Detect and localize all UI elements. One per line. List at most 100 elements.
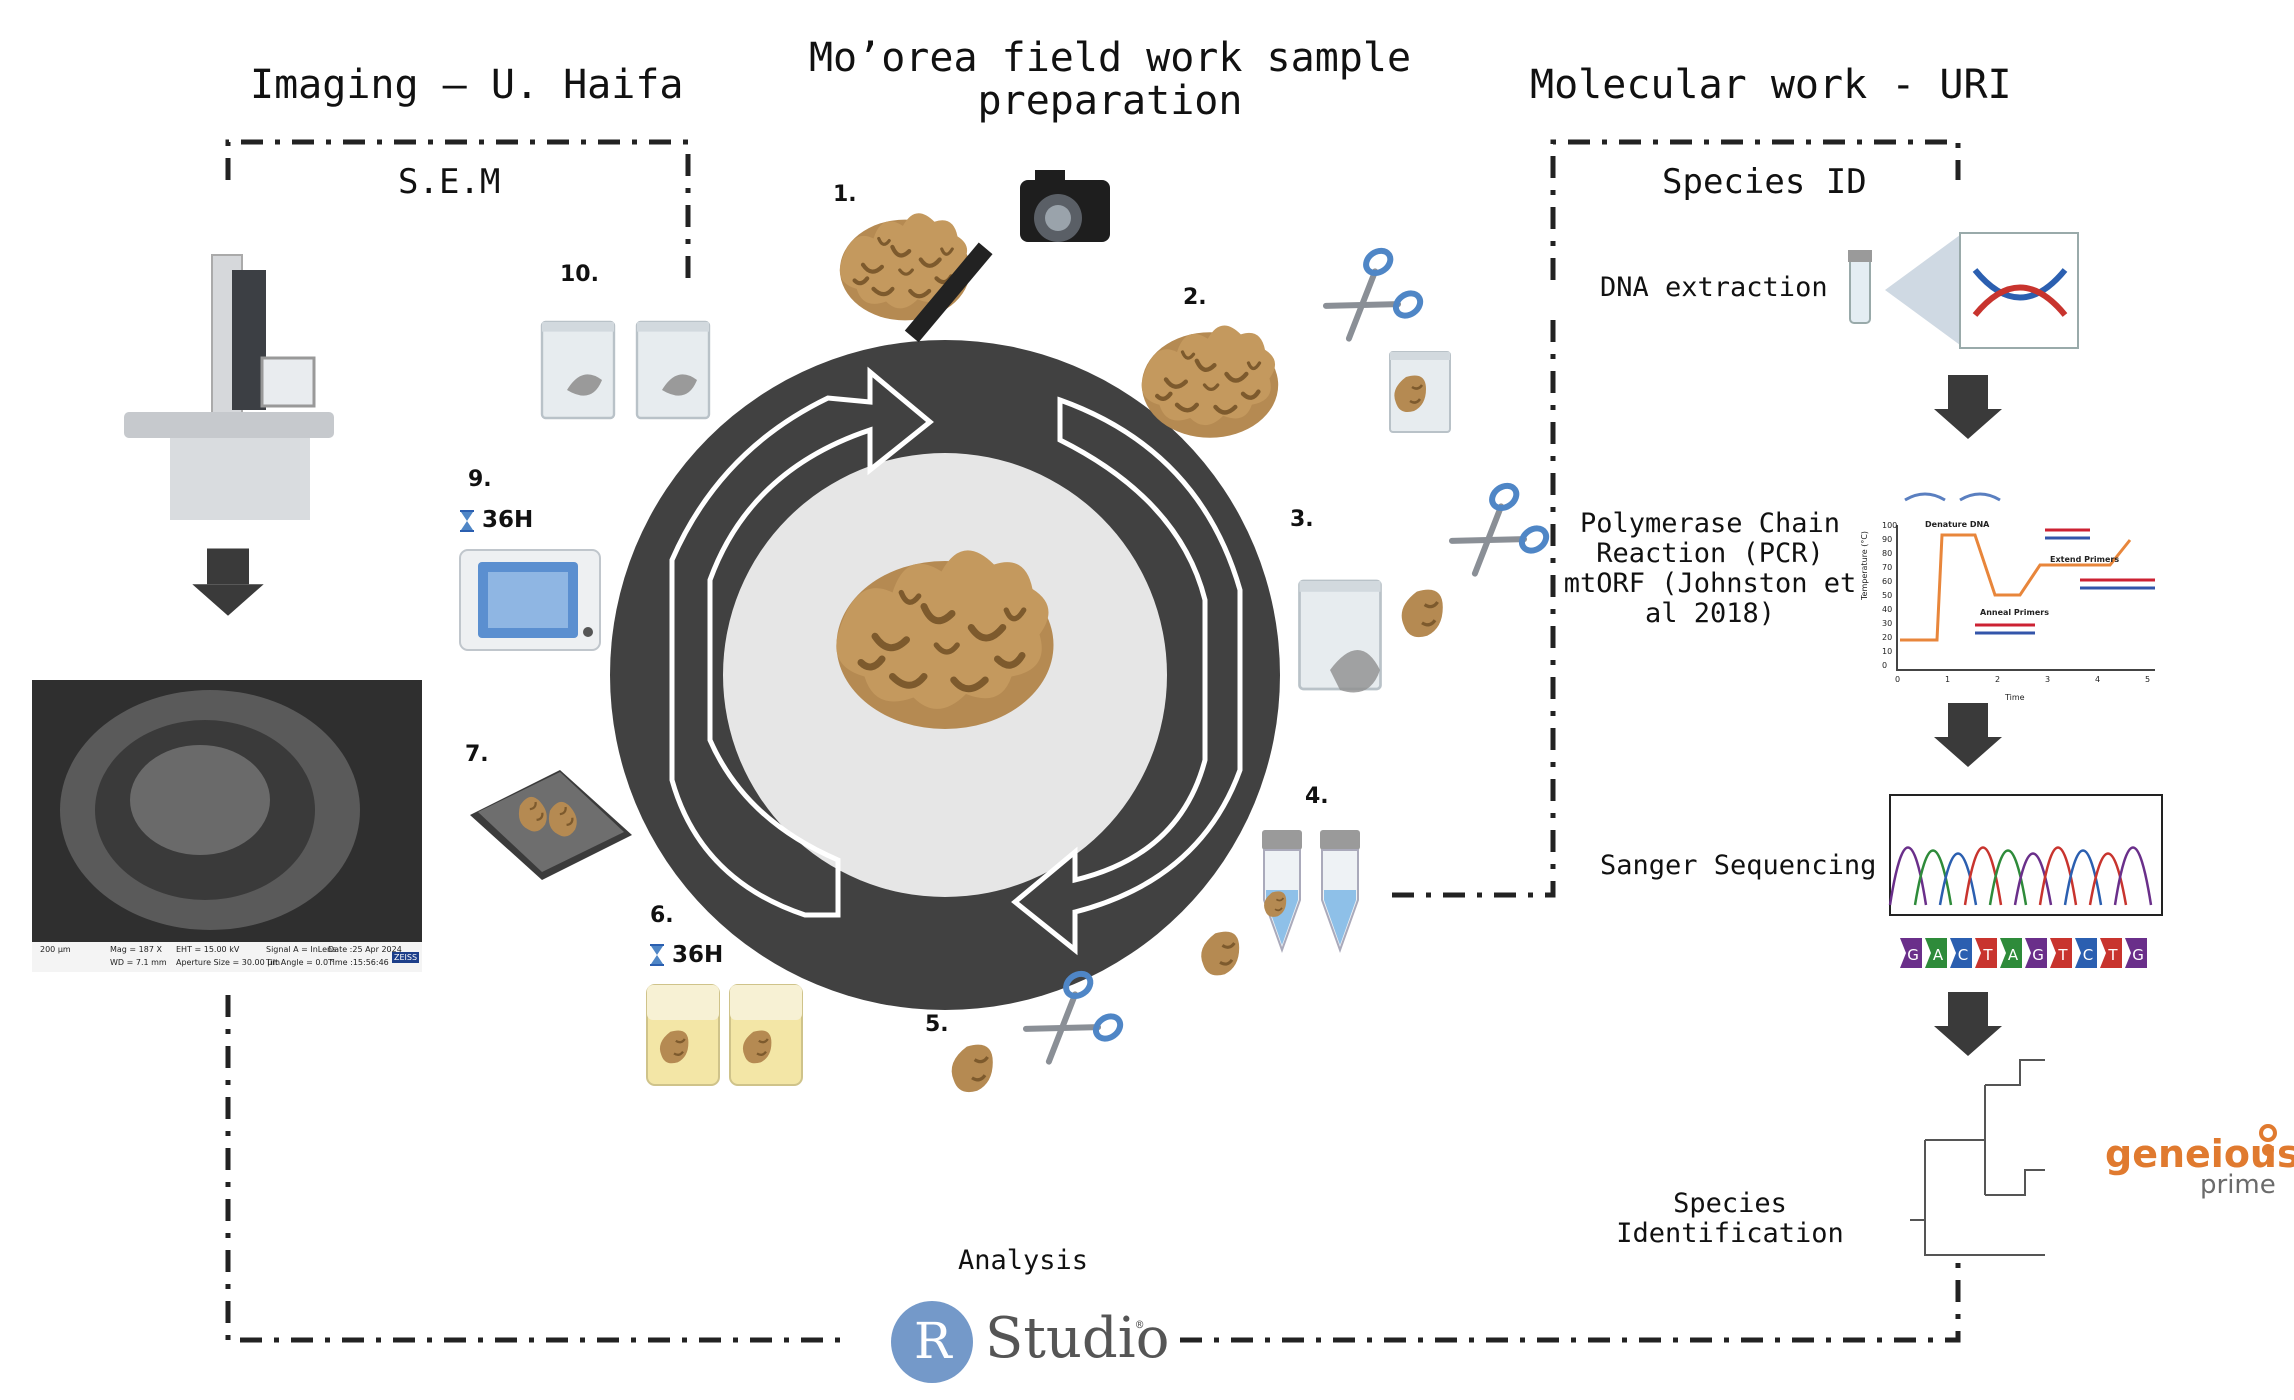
step-10-number: 10. [560, 262, 599, 287]
label-pcr-1: Polymerase Chain [1579, 508, 1841, 539]
title-fieldwork-line1: Mo’orea field work sample [808, 35, 1412, 81]
section-species-id: Species ID [1662, 162, 1867, 202]
chromatogram-peak [2013, 852, 2053, 906]
base-letter: G [2032, 946, 2044, 964]
step-9-number: 9. [468, 467, 492, 492]
sem-mag: Mag = 187 X [110, 945, 162, 954]
base-tile: G [2025, 938, 2047, 968]
chromatogram-peak [2088, 852, 2128, 906]
base-letter: T [1982, 946, 1993, 964]
chromatogram-peak [2038, 846, 2078, 906]
pcr-xtick: 3 [2045, 675, 2051, 684]
step-9-timer: 36H [482, 507, 534, 533]
pcr-xlabel: Time [2005, 693, 2025, 702]
pcr-ytick: 100 [1882, 521, 1898, 530]
base-tile: T [2100, 938, 2122, 968]
pcr-chart [1896, 492, 2155, 671]
sem-time: Time :15:56:46 [328, 958, 389, 967]
step-6-number: 6. [650, 903, 674, 928]
rstudio-reg: ® [1136, 1318, 1144, 1332]
base-tile: G [1900, 938, 1922, 968]
base-letter: G [2132, 946, 2144, 964]
geneious-prime: prime [2200, 1170, 2276, 1200]
oven-icon [459, 549, 601, 651]
geneious-wordmark: geneious [2105, 1132, 2294, 1176]
pcr-annotation-extend: Extend Primers [2050, 555, 2120, 564]
base-tile: C [2075, 938, 2097, 968]
pcr-xtick: 0 [1895, 675, 1901, 684]
step-1-number: 1. [833, 182, 857, 207]
base-tile: G [2125, 938, 2147, 968]
label-pcr-2: Reaction (PCR) [1596, 538, 1824, 569]
sem-tilt: Tilt Angle = 0.0 ° [266, 958, 335, 967]
chromatogram-peak [1888, 846, 1928, 906]
rstudio-logo-circle [891, 1301, 973, 1383]
label-pcr-3: mtORF (Johnston et [1563, 568, 1857, 599]
dna-extraction-icon [1848, 232, 2079, 349]
label-species-1: Species [1673, 1188, 1787, 1219]
base-tile: T [2050, 938, 2072, 968]
base-letter: T [2057, 946, 2068, 964]
label-sanger: Sanger Sequencing [1600, 850, 1877, 881]
base-tile: T [1975, 938, 1997, 968]
chromatogram-peak [2113, 846, 2153, 906]
base-letter: A [1933, 946, 1944, 964]
pcr-ytick: 20 [1882, 633, 1893, 642]
label-species-2: Identification [1616, 1218, 1844, 1249]
sem-eht: EHT = 15.00 kV [176, 945, 240, 954]
base-letter: A [2008, 946, 2019, 964]
pcr-xtick: 2 [1995, 675, 2001, 684]
base-tile: A [1925, 938, 1947, 968]
camera-icon [1020, 170, 1110, 242]
sem-brand: ZEISS [392, 952, 420, 963]
rstudio-r-letter: R [914, 1312, 952, 1370]
label-analysis: Analysis [958, 1245, 1089, 1276]
pcr-ytick: 70 [1882, 563, 1893, 572]
chromatogram-peak [1913, 849, 1953, 906]
base-tile: C [1950, 938, 1972, 968]
section-sem: S.E.M [398, 162, 501, 202]
title-imaging: Imaging – U. Haifa [250, 62, 684, 108]
label-pcr-4: al 2018) [1644, 598, 1776, 629]
chromatogram-peaks [1888, 846, 2153, 906]
title-fieldwork-line2: preparation [977, 78, 1243, 124]
base-letter: C [1958, 946, 1968, 964]
step-3-number: 3. [1290, 507, 1314, 532]
sem-microscope-icon [124, 254, 334, 520]
pcr-annotation-denature: Denature DNA [1925, 520, 1990, 529]
sem-signal: Signal A = InLens [266, 945, 337, 954]
pcr-ytick: 40 [1882, 605, 1893, 614]
step-4-number: 4. [1305, 784, 1329, 809]
geneious-logo-mark [2259, 1124, 2277, 1156]
sem-scale: 200 μm [40, 945, 71, 954]
sem-date: Date :25 Apr 2024 [328, 945, 402, 954]
chromatogram-peak [1963, 846, 2003, 906]
pcr-ytick: 0 [1882, 661, 1888, 670]
pcr-annotation-anneal: Anneal Primers [1980, 608, 2049, 617]
phylogenetic-tree [1910, 1059, 2045, 1256]
rstudio-wordmark: Studio [985, 1306, 1170, 1371]
pcr-ytick: 80 [1882, 549, 1893, 558]
step-5-number: 5. [925, 1012, 949, 1037]
base-letter: C [2083, 946, 2093, 964]
chromatogram [1889, 794, 2163, 916]
pcr-ytick: 60 [1882, 577, 1893, 586]
base-letter: G [1907, 946, 1919, 964]
step-6-timer: 36H [672, 942, 724, 968]
pcr-xtick: 1 [1945, 675, 1951, 684]
base-letter: T [2107, 946, 2118, 964]
dashed-connectors [225, 139, 1961, 1343]
cycle-arrow-right [1011, 396, 1243, 956]
tubes-icon [1262, 830, 1360, 953]
chromatogram-peak [1938, 852, 1978, 906]
pcr-ytick: 50 [1882, 591, 1893, 600]
step-2-number: 2. [1183, 285, 1207, 310]
pcr-ytick: 30 [1882, 619, 1893, 628]
process-ring [610, 340, 1280, 1010]
sem-image [32, 680, 422, 972]
pcr-ytick: 10 [1882, 647, 1893, 656]
cycle-arrow-left [669, 366, 934, 918]
